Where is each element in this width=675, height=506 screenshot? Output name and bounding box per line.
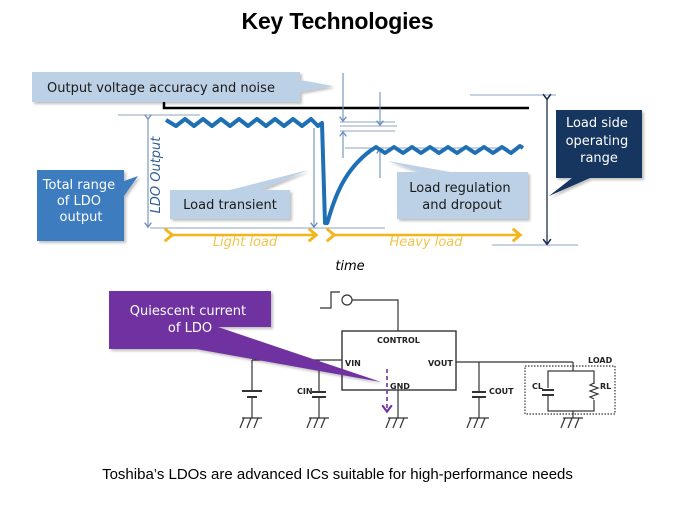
label-rl: RL [600, 382, 611, 391]
load-side-line-3: range [580, 151, 618, 166]
callout-load-regulation [388, 161, 528, 219]
callout-output-voltage [32, 72, 333, 102]
x-axis-label: time [335, 259, 364, 274]
callout-load-regulation-text: Load regulation and dropout [409, 181, 515, 213]
load-box [524, 365, 616, 415]
ldo-output-waveform [164, 117, 328, 225]
total-range-line-2: of LDO [57, 194, 101, 209]
dimension-guides [118, 94, 578, 246]
callout-quiescent-text: Quiescent current of LDO [130, 304, 251, 336]
label-gnd: GND [390, 382, 410, 391]
reference-voltage-line [162, 100, 529, 110]
y-axis-label: LDO Output [149, 136, 164, 214]
ground-symbols [239, 417, 583, 429]
ground-icon [385, 417, 408, 429]
callout-load-transient [170, 170, 308, 219]
heavy-load-label: Heavy load [389, 235, 463, 250]
total-range-line-3: output [60, 210, 103, 225]
callout-load-transient-text: Load transient [183, 198, 277, 213]
ground-icon [239, 417, 262, 429]
label-control: CONTROL [377, 336, 420, 345]
quiescent-line-2: of LDO [168, 321, 212, 336]
callout-load-side [549, 110, 642, 196]
slide-title: Key Technologies [241, 8, 434, 34]
callout-total-range-text: Total range of LDO output [42, 178, 119, 225]
light-load-label: Light load [213, 235, 278, 250]
ground-icon [466, 417, 489, 429]
load-regulation-line-2: and dropout [422, 198, 501, 213]
ground-icon [306, 417, 329, 429]
label-vout: VOUT [428, 359, 453, 368]
dimension-arrows [144, 73, 384, 229]
ldo-output-recovery [325, 144, 525, 225]
label-vin: VIN [345, 359, 361, 368]
label-load: LOAD [588, 356, 613, 365]
label-cin: CIN [297, 387, 313, 396]
load-side-line-2: operating [566, 134, 629, 149]
load-side-line-1: Load side [566, 116, 628, 131]
callout-output-voltage-text: Output voltage accuracy and noise [47, 81, 275, 96]
callout-total-range [37, 170, 138, 241]
footer-caption: Toshiba’s LDOs are advanced ICs suitable… [102, 466, 573, 483]
callout-quiescent [109, 291, 381, 382]
callout-load-side-text: Load side operating range [566, 116, 633, 166]
label-cl: CL [532, 382, 543, 391]
quiescent-line-1: Quiescent current [130, 304, 246, 319]
circuit-schematic [242, 291, 616, 418]
load-regulation-line-1: Load regulation [409, 181, 510, 196]
label-cout: COUT [489, 387, 514, 396]
ground-icon [560, 417, 583, 429]
total-range-line-1: Total range [42, 178, 115, 193]
